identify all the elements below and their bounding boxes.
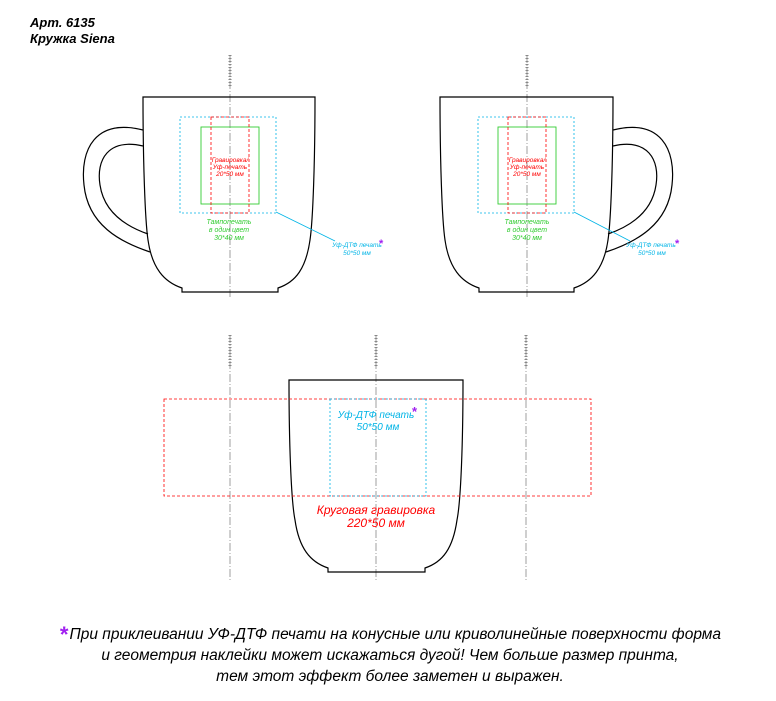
footnote-star: * [58, 622, 68, 647]
left-pad-size: 30*40 мм [214, 235, 244, 242]
article-header: Арт. 6135 Кружка Siena [30, 15, 115, 47]
front-uv-size: 50*50 мм [357, 422, 400, 433]
right-pad-label-1: Тампопечать [505, 219, 550, 226]
left-mug-view: Гравировка/ Уф-печать 20*50 мм Тампопеча… [82, 55, 384, 298]
front-mug-body [288, 379, 464, 573]
right-pad-label-2: в один цвет [507, 226, 547, 234]
right-mug-body [439, 96, 614, 293]
footnote-line-2: и геометрия наклейки может искажаться ду… [101, 647, 679, 664]
left-engraving-label-1: Гравировка/ [212, 157, 250, 164]
left-uv-label: Уф-ДТФ печать [331, 242, 382, 249]
uv-dtf-footnote: *При приклеивании УФ-ДТФ печати на конус… [40, 624, 740, 687]
footnote-line-1: *При приклеивании УФ-ДТФ печати на конус… [40, 622, 740, 647]
left-pad-label-1: Тампопечать [207, 219, 252, 226]
right-engraving-size: 20*50 мм [512, 171, 541, 178]
article-number: Арт. 6135 [30, 15, 95, 30]
front-mug-view: Уф-ДТФ печать * 50*50 мм Круговая гравир… [163, 335, 592, 582]
right-pad-size: 30*40 мм [512, 235, 542, 242]
right-pad-print-area [497, 126, 557, 205]
right-mug-handle [605, 126, 674, 253]
left-pad-label-2: в один цвет [209, 226, 249, 234]
front-wrap-label: Круговая гравировка [317, 503, 436, 517]
right-mug-handle-inner [607, 143, 658, 235]
product-name: Кружка Siena [30, 31, 115, 46]
right-uv-size: 50*50 мм [638, 250, 666, 257]
left-uv-size: 50*50 мм [343, 250, 371, 257]
left-mug-handle-inner [98, 143, 149, 235]
left-mug-body [142, 96, 316, 293]
left-uv-star: * [379, 238, 384, 250]
footnote-line-3: тем этот эффект более заметен и выражен. [216, 668, 564, 685]
left-engraving-area [210, 116, 250, 214]
right-uv-label: Уф-ДТФ печать [625, 242, 676, 249]
right-uv-leader-line [573, 211, 631, 242]
left-engraving-label-2: Уф-печать [212, 164, 248, 171]
right-mug-view: Гравировка/ Уф-печать 20*50 мм Тампопеча… [439, 55, 680, 298]
footnote-text-1: При приклеивании УФ-ДТФ печати на конусн… [69, 626, 722, 643]
front-wrap-size: 220*50 мм [346, 516, 405, 530]
left-uv-leader-line [275, 211, 336, 242]
front-uv-star: * [412, 404, 418, 419]
left-engraving-size: 20*50 мм [215, 171, 244, 178]
right-engraving-label-1: Гравировка/ [509, 157, 547, 164]
front-uv-dtf-area [329, 398, 427, 497]
right-engraving-area [507, 116, 547, 214]
left-pad-print-area [200, 126, 260, 205]
right-engraving-label-2: Уф-печать [509, 164, 545, 171]
right-uv-star: * [675, 238, 680, 250]
left-mug-handle [82, 126, 151, 253]
front-uv-label: Уф-ДТФ печать [337, 409, 414, 421]
